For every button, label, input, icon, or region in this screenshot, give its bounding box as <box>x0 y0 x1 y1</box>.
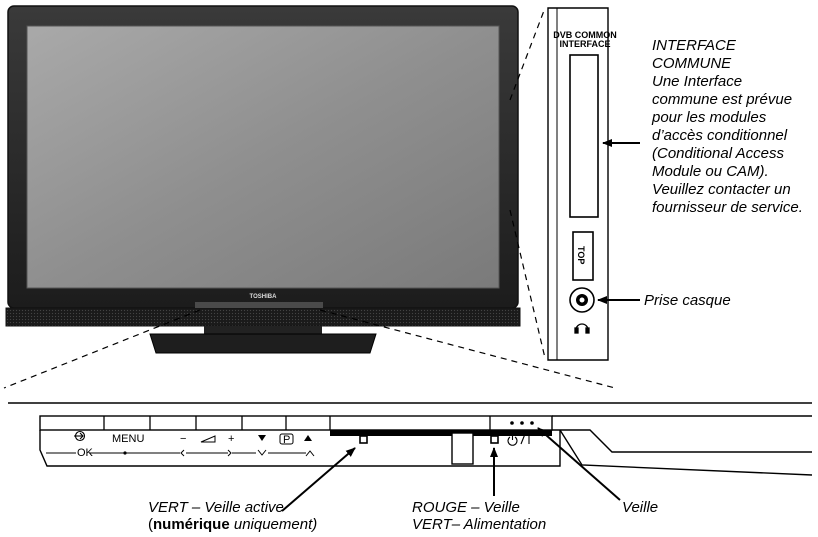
strip-dark-band <box>330 430 552 436</box>
prog-label: P <box>283 434 290 446</box>
green-standby-label: VERT – Veille active <box>148 499 284 516</box>
zoom-lines-bottom <box>3 309 616 389</box>
channel-down-icon <box>258 435 266 441</box>
ok-label: OK <box>77 447 94 459</box>
control-strip: OK MENU − + P <box>8 402 813 476</box>
ci-title-line1: INTERFACE <box>652 37 737 54</box>
tv-speaker-grille <box>5 307 521 327</box>
standby-dots <box>510 421 534 425</box>
headphone-label: Prise casque <box>644 292 731 309</box>
power-led <box>490 435 499 444</box>
usb-port <box>572 231 594 281</box>
strip-bar <box>39 415 553 431</box>
ci-slot <box>569 54 599 218</box>
green-standby-rest: uniquement) <box>230 516 318 533</box>
power-icon <box>507 433 530 446</box>
strip-lower-body <box>39 430 561 467</box>
red-standby-label: ROUGE – Veille <box>412 499 520 516</box>
tv-set: TOSHIBA <box>5 5 521 354</box>
volume-icon <box>200 435 216 443</box>
ci-description: INTERFACE COMMUNE Une Interface commune … <box>651 37 803 216</box>
ci-desc-line-6: Module ou CAM). <box>652 163 769 180</box>
ci-desc-line-3: pour les modules <box>651 109 767 126</box>
ci-slot-label-2: INTERFACE <box>559 39 610 49</box>
tv-button-strip <box>195 302 323 308</box>
channel-up-icon <box>304 435 312 441</box>
ir-sensor-window <box>451 432 474 465</box>
standby-label: Veille <box>622 499 658 516</box>
zoom-lines-side <box>509 7 546 359</box>
headphone-icon <box>574 323 590 334</box>
green-led-arrow <box>281 447 356 512</box>
tv-brand-logo: TOSHIBA <box>250 294 278 300</box>
green-standby-label-2: (numérique uniquement) <box>148 516 317 533</box>
ci-desc-line-1: Une Interface <box>652 73 742 90</box>
green-standby-led <box>359 435 368 444</box>
prog-box <box>279 433 294 445</box>
ci-desc-line-4: d’accès conditionnel <box>652 127 788 144</box>
ci-slot-label-1: DVB COMMON <box>553 30 617 40</box>
button-index-line <box>46 449 315 457</box>
green-standby-paren: ( <box>148 516 153 533</box>
menu-label: MENU <box>112 433 144 445</box>
side-panel: DVB COMMON INTERFACE TOP <box>547 7 617 361</box>
ci-title-line2: COMMUNE <box>652 55 732 72</box>
green-standby-bold: numérique <box>153 516 230 533</box>
standby-arrow <box>537 427 621 501</box>
usb-port-label: TOP <box>576 246 586 264</box>
input-icon <box>74 430 86 442</box>
tv-stand-neck <box>204 326 322 334</box>
tv-stand-base <box>149 333 377 354</box>
headphone-jack-core <box>579 297 585 303</box>
power-green-label: VERT– Alimentation <box>412 516 546 533</box>
tv-screen <box>26 25 500 289</box>
menu-dot <box>123 451 127 455</box>
plus-label: + <box>228 433 234 445</box>
ci-desc-line-2: commune est prévue <box>652 91 792 108</box>
ci-desc-line-8: fournisseur de service. <box>652 199 803 216</box>
ci-desc-line-5: (Conditional Access <box>652 145 785 162</box>
ci-desc-line-7: Veuillez contacter un <box>652 181 791 198</box>
strip-right-edge <box>552 415 813 476</box>
minus-label: − <box>180 433 186 445</box>
strip-button-dividers <box>103 416 491 430</box>
